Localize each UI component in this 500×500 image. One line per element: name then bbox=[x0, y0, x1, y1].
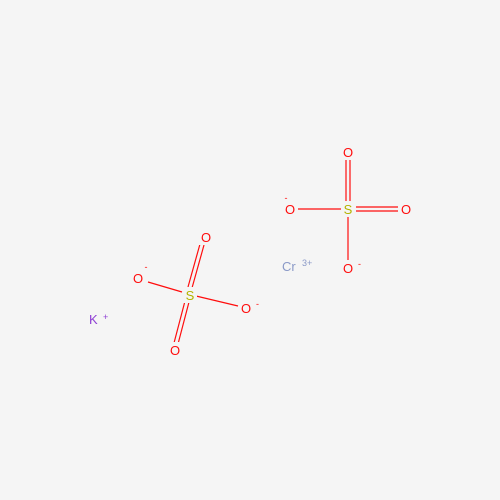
sulfur-atom-2: S bbox=[186, 288, 195, 303]
oxygen-atom-s1-top: O bbox=[343, 145, 353, 160]
chromium-atom: Cr bbox=[282, 259, 296, 274]
charge-s1-o-left: - bbox=[285, 193, 288, 203]
oxygen-atom-s2-left: O bbox=[133, 271, 143, 286]
sulfur-atom-1: S bbox=[344, 202, 353, 217]
bond-s2-o-top-b bbox=[191, 244, 205, 289]
potassium-ion: K + bbox=[89, 312, 108, 327]
sulfate-1: S O O O - O - bbox=[283, 144, 413, 276]
s2-o-top-bg bbox=[199, 229, 213, 245]
bond-s2-o-top-a bbox=[187, 243, 201, 288]
charge-s2-o-left: - bbox=[145, 262, 148, 272]
s1-o-bottom-bg bbox=[341, 260, 355, 276]
s1-o-right-bg bbox=[399, 201, 413, 217]
bond-s2-o-bottom-a bbox=[173, 300, 186, 344]
s2-o-bottom-bg bbox=[168, 342, 182, 358]
oxygen-atom-s2-right: O bbox=[241, 301, 251, 316]
oxygen-atom-s1-left: O bbox=[285, 202, 295, 217]
bond-s2-o-right bbox=[195, 295, 239, 307]
oxygen-atom-s1-bottom: O bbox=[343, 261, 353, 276]
s2-o-right-bg bbox=[239, 300, 253, 316]
bond-s2-o-left bbox=[147, 281, 183, 293]
sulfate-2: S O O - O - O bbox=[131, 229, 259, 358]
oxygen-atom-s2-top: O bbox=[201, 230, 211, 245]
s1-label-bg bbox=[341, 201, 355, 217]
oxygen-atom-s1-right: O bbox=[401, 202, 411, 217]
s1-o-left-bg bbox=[283, 201, 297, 217]
sulfate-2-bonds bbox=[147, 243, 239, 345]
sulfate-1-bonds bbox=[298, 160, 398, 260]
charge-s2-o-right: - bbox=[256, 299, 259, 309]
charge-chromium: 3+ bbox=[302, 258, 312, 268]
potassium-atom: K bbox=[89, 312, 98, 327]
s2-label-bg bbox=[183, 287, 197, 303]
s2-o-left-bg bbox=[131, 270, 145, 286]
chromium-ion: Cr 3+ bbox=[282, 258, 312, 274]
charge-potassium: + bbox=[103, 312, 108, 322]
oxygen-atom-s2-bottom: O bbox=[170, 343, 180, 358]
bond-s2-o-bottom-b bbox=[177, 301, 190, 345]
charge-s1-o-bottom: - bbox=[358, 259, 361, 269]
s1-o-top-bg bbox=[341, 144, 355, 160]
